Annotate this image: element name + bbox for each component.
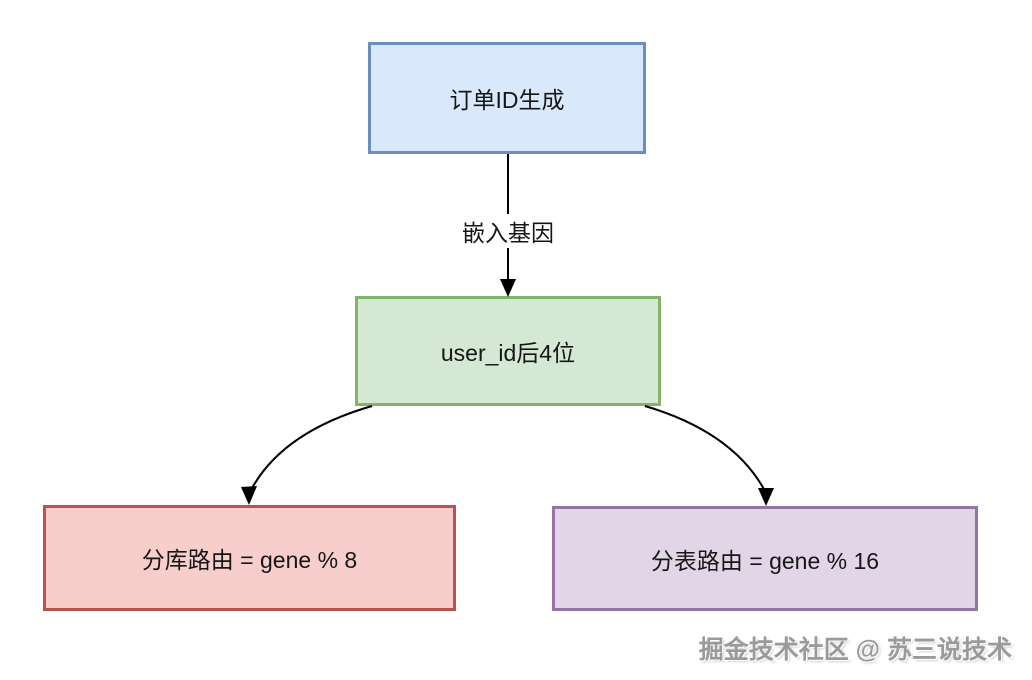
node-db-routing[interactable]: 分库路由 = gene % 8: [43, 505, 456, 611]
edge-db-routing: [241, 405, 373, 505]
watermark-text: 掘金技术社区 @ 苏三说技术: [698, 636, 1012, 664]
node-user-id-label: user_id后4位: [440, 340, 576, 366]
node-order-id-generation[interactable]: 订单ID生成: [368, 42, 646, 154]
node-user-id-last4[interactable]: user_id后4位: [355, 296, 661, 406]
node-db-routing-label: 分库路由 = gene % 8: [141, 547, 358, 573]
node-table-routing[interactable]: 分表路由 = gene % 16: [552, 506, 978, 611]
edge-label-embed-gene: 嵌入基因: [457, 214, 559, 248]
edge-table-routing: [644, 405, 774, 506]
node-table-routing-label: 分表路由 = gene % 16: [650, 547, 880, 574]
node-order-id-label: 订单ID生成: [449, 87, 565, 113]
